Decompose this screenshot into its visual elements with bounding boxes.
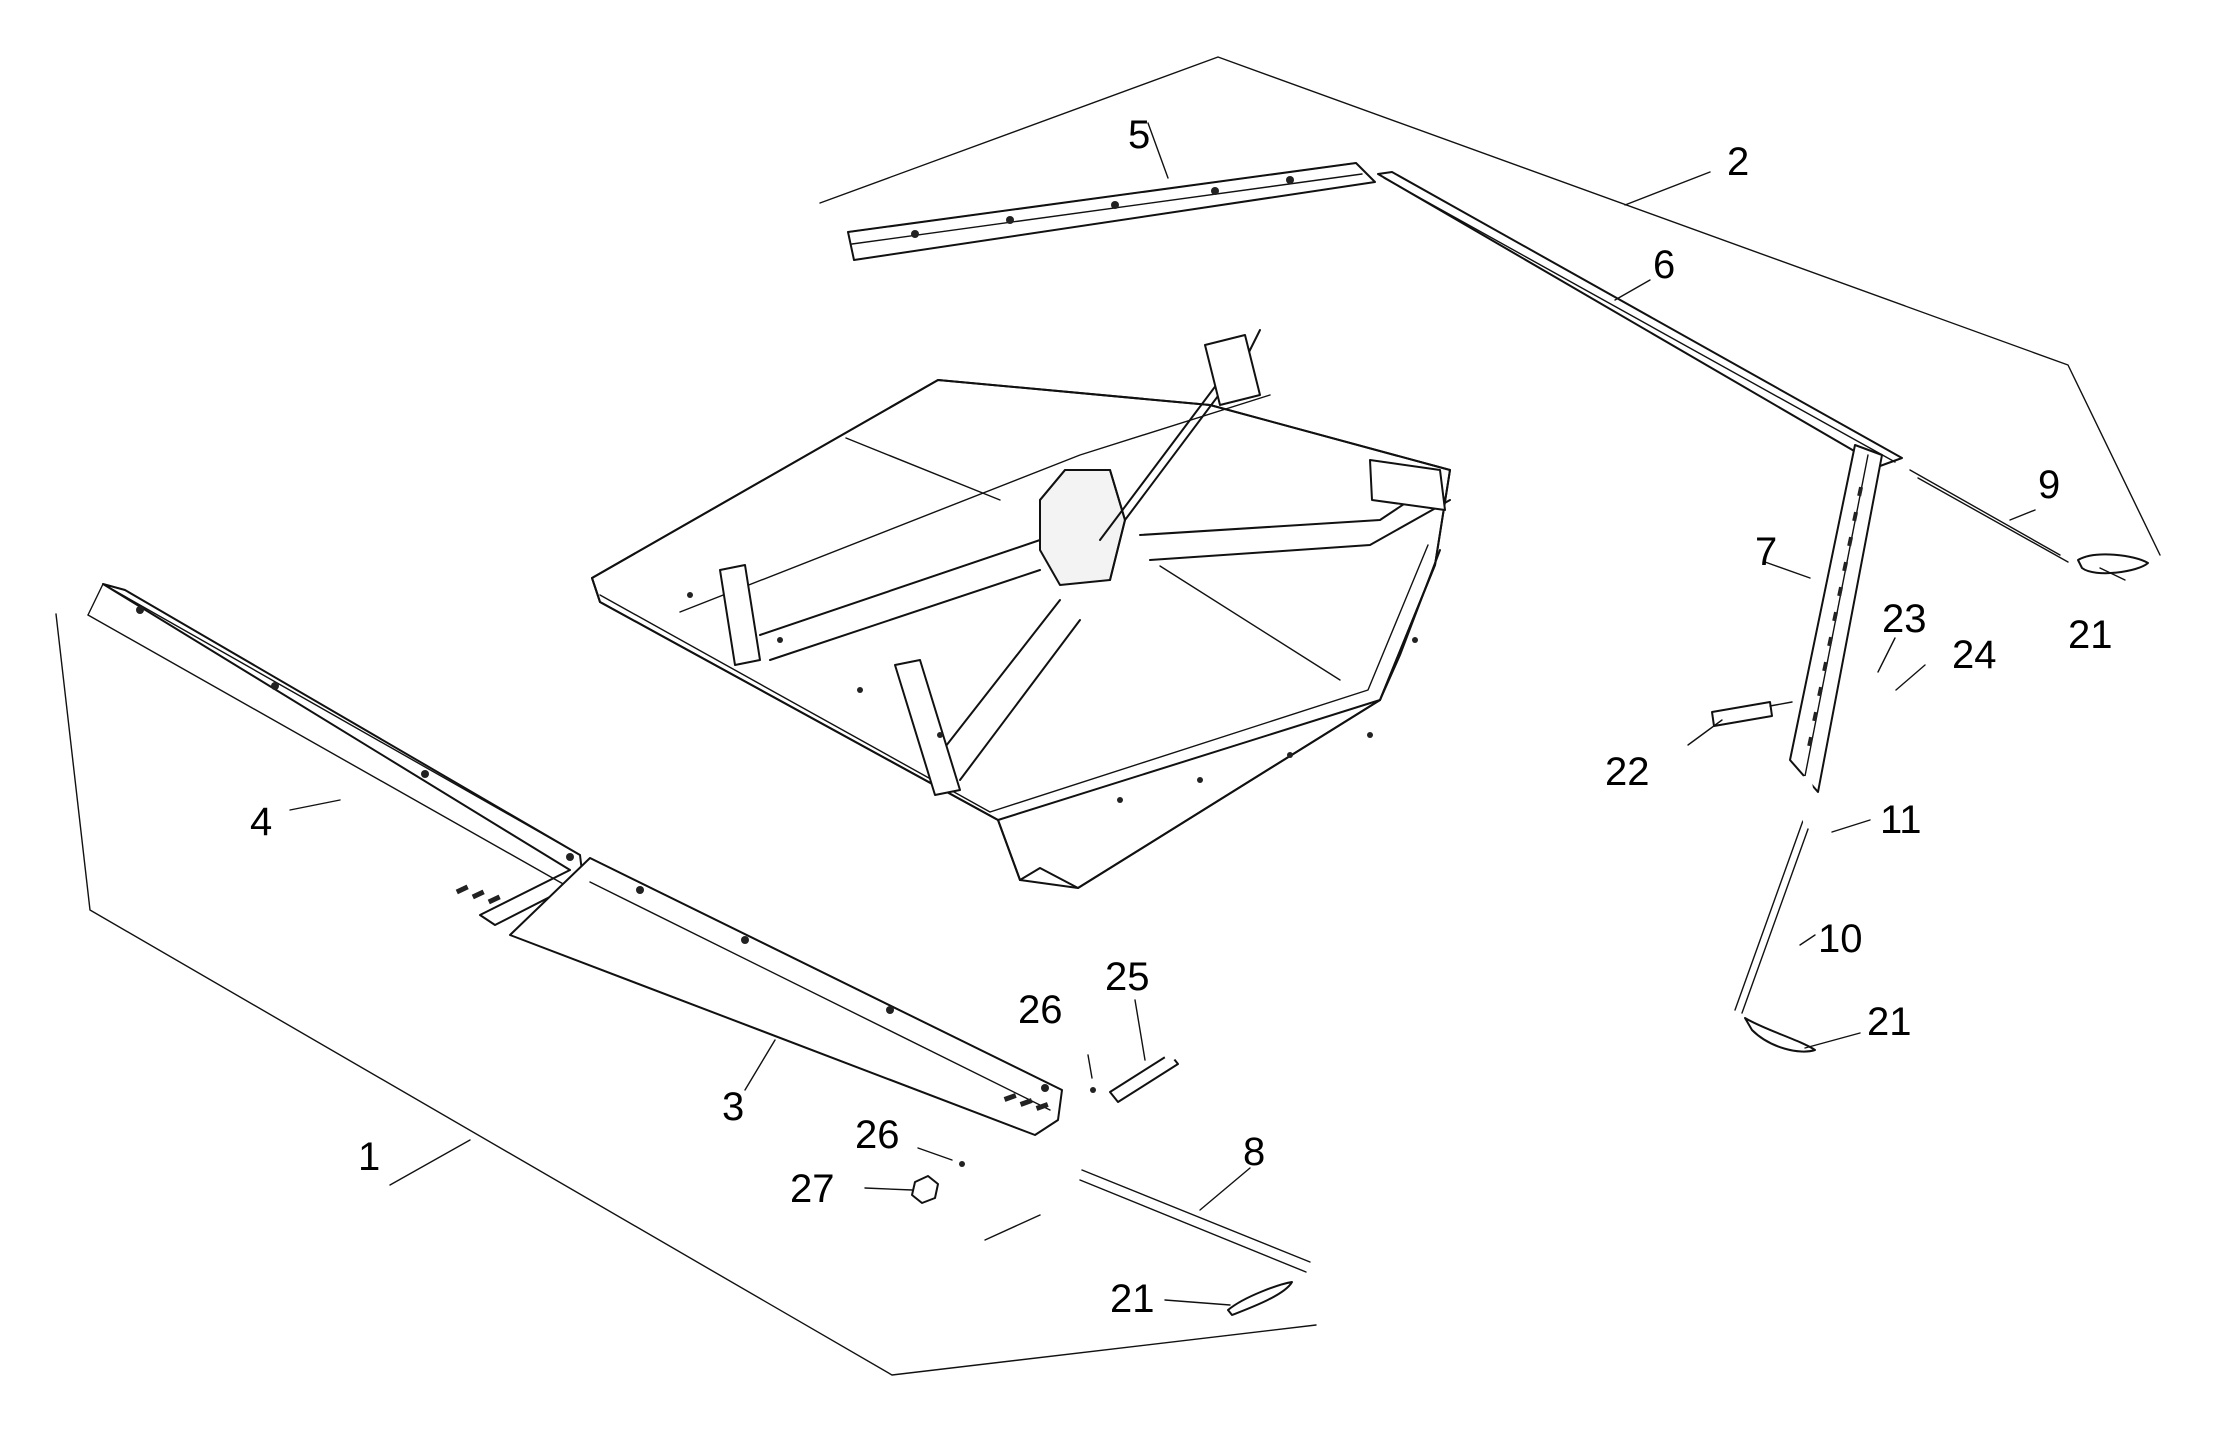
part-26-washer-lower [951, 1151, 973, 1177]
callout-3: 3 [722, 1085, 744, 1129]
part-4-angle-bar [87, 583, 584, 926]
callout-21-upper: 21 [2068, 613, 2113, 657]
callout-9: 9 [2038, 463, 2060, 507]
part-24-nut [1886, 684, 1898, 698]
group-bracket-2 [819, 56, 2161, 556]
callout-5: 5 [1128, 113, 1150, 157]
callout-11: 11 [1880, 798, 1922, 842]
part-6-long-bar [1377, 171, 1903, 467]
callout-1: 1 [358, 1135, 380, 1179]
lower-chain [1032, 1137, 1058, 1213]
mower-deck [591, 329, 1451, 889]
part-5-angle-bar [847, 162, 1376, 261]
part-21-cotter-pin-middle [1744, 1017, 1816, 1053]
callout-21-lower: 21 [1110, 1277, 1155, 1321]
callout-10: 10 [1818, 917, 1863, 961]
callout-21-middle: 21 [1867, 1000, 1912, 1044]
callout-26-lower: 26 [855, 1113, 900, 1157]
callout-26-upper: 26 [1018, 988, 1063, 1032]
callout-6: 6 [1653, 243, 1675, 287]
callout-22: 22 [1605, 750, 1650, 794]
part-7-slotted-strap [1789, 444, 1883, 793]
part-21-cotter-pin-lower [1227, 1281, 1293, 1316]
group-bracket-1 [55, 613, 1317, 1376]
part-9-rod [1909, 469, 2069, 563]
part-11-chain [1797, 776, 1828, 879]
part-22-bolt [1711, 701, 1793, 727]
callout-24: 24 [1952, 633, 1997, 677]
part-26-washer-upper [1082, 1077, 1104, 1103]
part-23-washer [1867, 674, 1885, 706]
callout-2: 2 [1727, 140, 1749, 184]
leader-lines [289, 122, 2126, 1306]
callout-8: 8 [1243, 1130, 1265, 1174]
callout-4: 4 [250, 800, 272, 844]
callout-27: 27 [790, 1167, 835, 1211]
callout-23: 23 [1882, 597, 1927, 641]
callout-labels: 1 2 3 4 5 6 7 8 9 10 11 21 21 21 22 23 2… [250, 113, 2113, 1321]
part-10-rod [1734, 814, 1813, 1014]
part-21-cotter-pin-upper [2077, 553, 2149, 575]
part-3-angle-bar [509, 857, 1063, 1136]
part-8-rod [1079, 1169, 1311, 1273]
part-27-nut [911, 1175, 939, 1204]
part-25-bolt [1109, 1036, 1184, 1103]
callout-25: 25 [1105, 955, 1150, 999]
callout-7: 7 [1755, 530, 1777, 574]
